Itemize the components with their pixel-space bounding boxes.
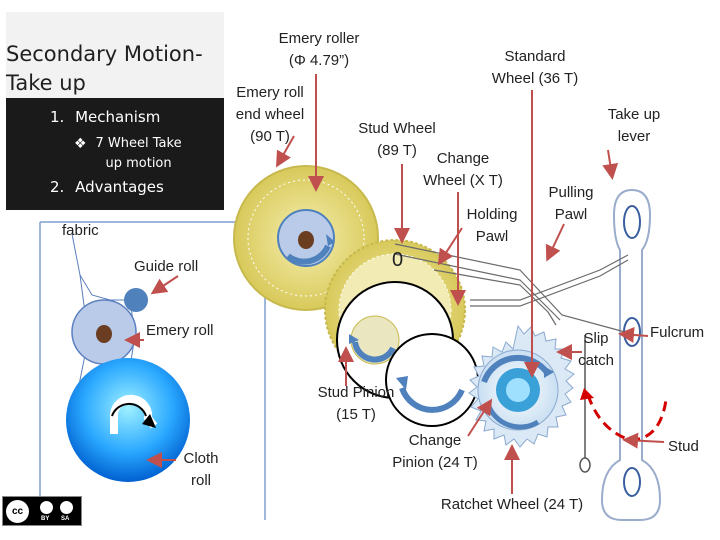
- ratchet-wheel: [468, 324, 575, 448]
- label-stud: Stud: [668, 438, 699, 455]
- label-holding-pawl: Holding Pawl: [466, 206, 518, 245]
- guide-roll: [124, 288, 148, 312]
- label-guide-roll: Guide roll: [134, 258, 199, 275]
- by-icon: [39, 500, 54, 515]
- label-standard-wheel: Standard Wheel (36 T): [491, 48, 579, 87]
- outline-subitem-label: 7 Wheel Take up motion: [95, 136, 182, 171]
- label-emery-roll-end-wheel: Emery roll end wheel (90 T): [235, 84, 305, 145]
- swing-arc: [586, 394, 668, 442]
- label-slip-catch: Slip catch: [578, 330, 614, 369]
- pointer-pulling-pawl: [545, 223, 565, 262]
- diamond-bullet-icon: ❖: [74, 136, 87, 152]
- zero-mark: 0: [392, 249, 403, 271]
- pointer-change-pinion: [467, 398, 493, 437]
- outline-item-mechanism[interactable]: 1. Mechanism: [50, 108, 160, 126]
- label-pointers: [124, 74, 665, 494]
- label-emery-roller: Emery roller (Φ 4.79”): [278, 30, 360, 69]
- outline-item-number: 2.: [50, 178, 65, 196]
- label-change-wheel: Change Wheel (X T): [423, 150, 503, 189]
- label-fulcrum: Fulcrum: [650, 324, 705, 341]
- slide-title: Secondary Motion- Take up: [6, 42, 203, 95]
- swing-arc-head: [580, 388, 594, 400]
- title-panel: [6, 12, 224, 98]
- outline-item-number: 1.: [50, 108, 65, 126]
- pointer-guide-roll: [150, 275, 179, 295]
- label-take-up-lever: Take up lever: [607, 106, 661, 145]
- cc-icon: cc: [6, 500, 29, 523]
- label-change-pinion: Change Pinion (24 T): [392, 432, 478, 471]
- sa-icon: [59, 500, 74, 515]
- label-stud-wheel: Stud Wheel (89 T): [358, 120, 436, 159]
- outline-item-advantages[interactable]: 2. Advantages: [50, 178, 164, 196]
- outline-subitem-7-wheel[interactable]: ❖ 7 Wheel Take up motion: [74, 134, 187, 174]
- emery-roll: [71, 299, 137, 365]
- change-pinion: [385, 333, 479, 427]
- label-fabric: fabric: [62, 222, 99, 239]
- outline-item-label: Mechanism: [75, 108, 161, 126]
- pointer-stud: [622, 432, 665, 449]
- stud-pinion: [349, 315, 400, 365]
- pointer-fulcrum: [618, 326, 649, 343]
- label-emery-roll: Emery roll: [146, 322, 214, 339]
- label-cloth-roll: Cloth roll: [183, 450, 219, 489]
- cloth-roll: [66, 358, 190, 482]
- pointer-take-up-lever: [602, 149, 619, 180]
- take-up-lever: [600, 188, 662, 521]
- label-stud-pinion: Stud Pinion (15 T): [317, 384, 395, 423]
- license-term-sa: SA: [61, 516, 70, 522]
- label-pulling-pawl: Pulling Pawl: [548, 184, 594, 223]
- label-ratchet-wheel: Ratchet Wheel (24 T): [440, 496, 584, 513]
- outline-item-label: Advantages: [75, 178, 164, 196]
- pointer-holding-pawl: [437, 227, 463, 266]
- pointer-emery-roll-end-wheel: [276, 135, 295, 168]
- cc-license-badge[interactable]: cc BY SA: [2, 496, 82, 526]
- outline-panel: 1. Mechanism ❖ 7 Wheel Take up motion 2. …: [6, 98, 224, 210]
- license-term-by: BY: [41, 516, 50, 522]
